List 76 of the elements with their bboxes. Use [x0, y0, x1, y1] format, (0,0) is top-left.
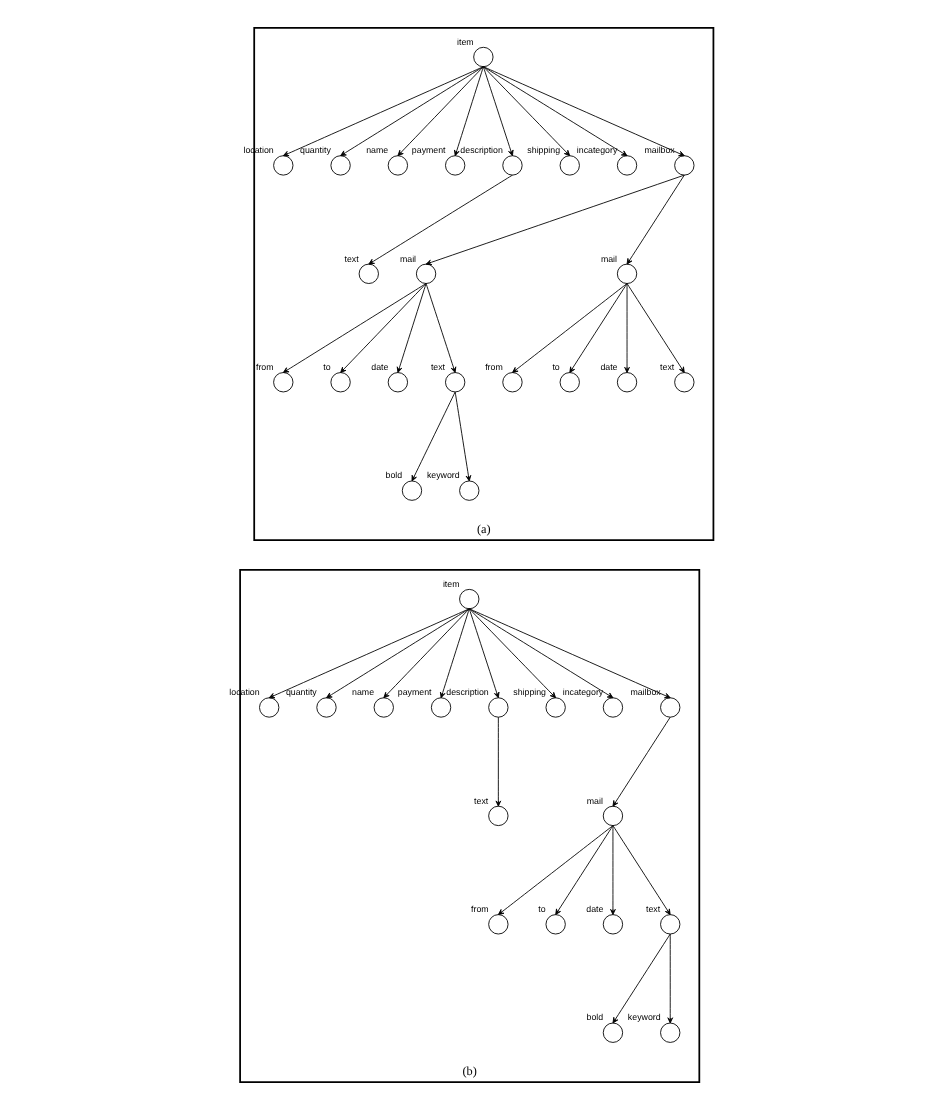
node-circle [258, 697, 279, 718]
arrow [481, 66, 513, 157]
node-circle [659, 914, 680, 935]
arrow [511, 283, 627, 373]
arrow [623, 283, 629, 373]
node-circle [444, 155, 465, 176]
node-circle [329, 372, 350, 393]
arrow [481, 66, 627, 157]
node-circle [429, 697, 451, 718]
node-circle [472, 46, 493, 68]
arrow [609, 825, 615, 916]
node-circle [615, 372, 637, 393]
arrow [611, 716, 670, 807]
arrow [496, 825, 613, 916]
node-circle [272, 372, 293, 393]
arrow [281, 66, 483, 157]
node-circle [386, 155, 407, 176]
node-circle [272, 155, 293, 176]
node-circle [558, 372, 579, 393]
arrow [424, 283, 456, 373]
arrow [424, 174, 684, 266]
arrow [481, 66, 570, 157]
node-circle [487, 914, 508, 935]
arrow [625, 174, 684, 265]
node-circle [444, 372, 465, 393]
arrow [611, 825, 670, 916]
arrow [396, 66, 483, 157]
node-circle [487, 697, 508, 718]
arrow [467, 608, 670, 699]
node-circle [601, 914, 623, 935]
arrow [438, 608, 469, 699]
node-circle [400, 480, 422, 501]
arrow [467, 608, 556, 699]
arrow [467, 608, 499, 699]
arrow [339, 283, 426, 373]
arrow [666, 933, 673, 1024]
node-circle [601, 1022, 623, 1043]
node-circle [544, 697, 565, 718]
arrow [467, 608, 613, 699]
arrow [410, 391, 455, 482]
node-circle [673, 155, 694, 176]
node-circle [386, 372, 407, 393]
node-circle [659, 1022, 680, 1043]
node-circle [414, 263, 436, 284]
arrow [281, 283, 426, 373]
node-circle [673, 372, 694, 393]
arrow [481, 66, 684, 157]
arrow [611, 933, 670, 1024]
arrow [625, 283, 684, 373]
node-circle [544, 914, 565, 935]
arrow [267, 608, 469, 699]
arrow [453, 66, 483, 157]
arrow [339, 66, 483, 157]
arrow [494, 716, 501, 807]
node-circle [372, 697, 393, 718]
node-circle [615, 263, 637, 284]
node-circle [487, 805, 508, 827]
arrow [453, 391, 471, 482]
node-circle [659, 697, 680, 718]
node-circle [615, 155, 637, 176]
node-circle [558, 155, 579, 176]
node-circle [601, 697, 623, 718]
node-circle [315, 697, 336, 718]
node-circle [357, 263, 378, 284]
arrow [382, 608, 469, 699]
arrow [554, 825, 613, 916]
arrow [568, 283, 627, 373]
arrow [325, 608, 469, 699]
node-circle [501, 155, 522, 176]
arrow [395, 283, 426, 373]
node-circle [329, 155, 350, 176]
node-circle [458, 480, 479, 501]
node-circle [601, 805, 623, 827]
arrow [367, 174, 512, 265]
node-circle [501, 372, 522, 393]
node-circle [458, 588, 479, 610]
